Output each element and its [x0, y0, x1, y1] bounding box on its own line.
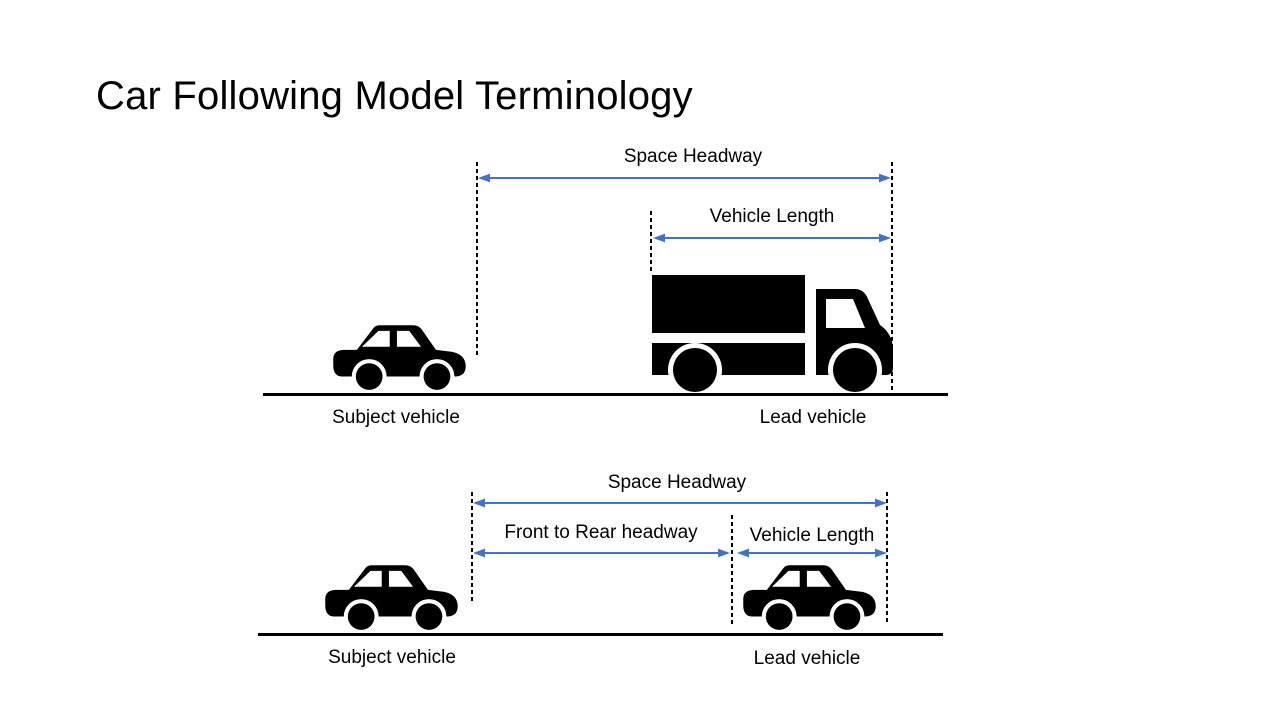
top-vehicle-length-label: Vehicle Length: [709, 206, 835, 227]
top-ground-line: [263, 393, 948, 396]
top-subject-vehicle-label: Subject vehicle: [332, 407, 460, 428]
bottom-dashed-line-lead-front: [886, 492, 888, 625]
bottom-front-to-rear-arrow: [473, 548, 730, 558]
top-space-headway-arrow: [478, 173, 891, 183]
top-lead-vehicle-label: Lead vehicle: [759, 407, 867, 428]
top-dashed-line-lead-rear: [650, 211, 652, 273]
bottom-ground-line: [258, 633, 943, 636]
car-icon: [743, 565, 876, 634]
bottom-space-headway-arrow: [473, 498, 887, 508]
top-space-headway-label: Space Headway: [623, 146, 763, 167]
bottom-lead-vehicle-label: Lead vehicle: [753, 648, 861, 669]
car-icon: [325, 565, 458, 634]
bottom-vehicle-length-label: Vehicle Length: [749, 525, 875, 546]
car-icon: [333, 325, 466, 394]
bottom-front-to-rear-label: Front to Rear headway: [504, 522, 698, 543]
bottom-subject-vehicle-label: Subject vehicle: [328, 647, 456, 668]
bottom-dashed-line-subject-front: [471, 492, 473, 602]
bottom-vehicle-length-arrow: [737, 548, 887, 558]
truck-icon: [652, 275, 893, 394]
top-dashed-line-subject-front: [476, 162, 478, 358]
top-vehicle-length-arrow: [653, 233, 891, 243]
page-title: Car Following Model Terminology: [96, 74, 693, 118]
bottom-space-headway-label: Space Headway: [607, 472, 747, 493]
bottom-dashed-line-lead-rear: [731, 515, 733, 625]
top-dashed-line-lead-front: [891, 162, 893, 392]
